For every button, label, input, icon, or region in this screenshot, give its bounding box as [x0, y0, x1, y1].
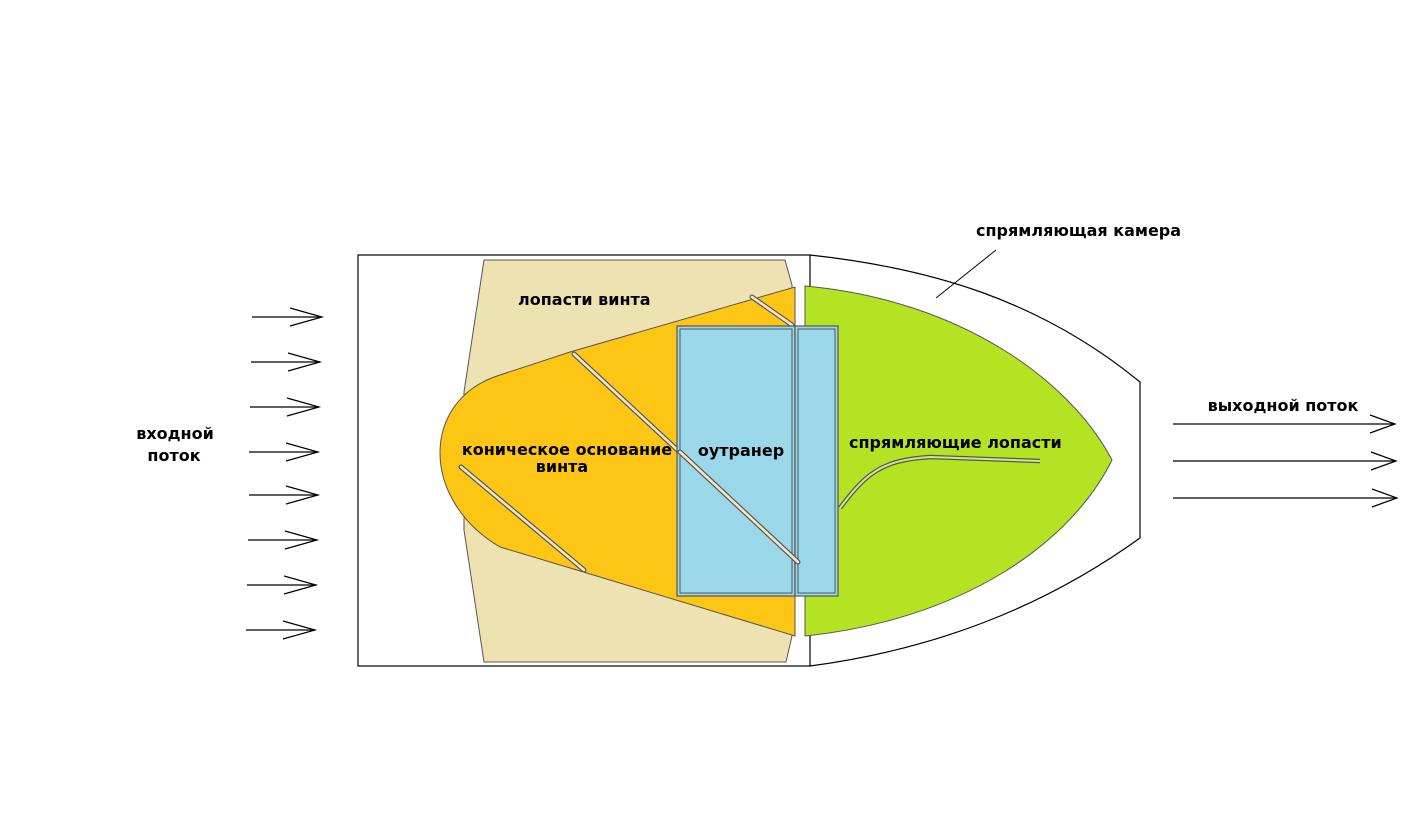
straightening-blades-label: спрямляющие лопасти [849, 433, 1062, 452]
input-flow-arrows [246, 307, 325, 640]
propeller-blades-label: лопасти винта [518, 290, 651, 309]
straightening-blades-region [804, 285, 1113, 637]
right-arrow-icon [1173, 414, 1397, 434]
output-flow-label: выходной поток [1208, 396, 1359, 415]
right-arrow-icon [251, 352, 323, 372]
output-flow-arrows [1173, 414, 1399, 508]
chamber-pointer-line [935, 249, 997, 299]
straightening-chamber-outline [809, 254, 1141, 667]
conical-base-label-line2: винта [536, 457, 588, 476]
outrunner-shaft-plate [794, 325, 839, 597]
right-arrow-icon [248, 530, 320, 550]
right-arrow-icon [1173, 488, 1399, 508]
conical-base-label-line1: коническое основание [462, 440, 672, 459]
right-arrow-icon [247, 575, 319, 595]
right-arrow-icon [250, 397, 322, 417]
input-flow-label-line1: входной [136, 424, 214, 443]
outrunner-label: оутранер [698, 441, 784, 460]
right-arrow-icon [249, 442, 321, 462]
right-arrow-icon [1173, 451, 1398, 471]
straightening-blade-curve [838, 454, 1041, 510]
straightening-chamber-label: спрямляющая камера [976, 221, 1181, 240]
right-arrow-icon [246, 620, 318, 640]
input-flow-label-line2: поток [147, 446, 200, 465]
outrunner-motor [676, 325, 839, 597]
right-arrow-icon [249, 485, 321, 505]
right-arrow-icon [252, 307, 325, 327]
outrunner-body [676, 325, 796, 597]
